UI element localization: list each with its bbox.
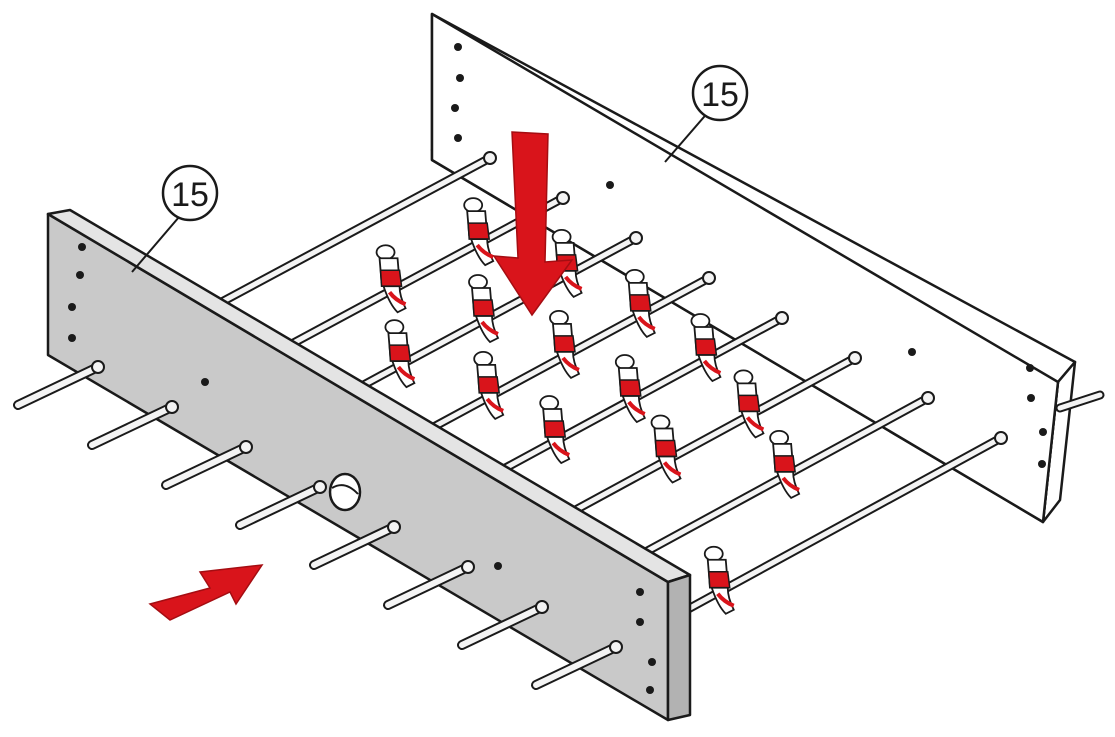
right-arrow-icon (148, 564, 264, 621)
callout-back: 15 (691, 64, 749, 122)
player-figure (473, 350, 505, 420)
player-figure (690, 313, 722, 383)
player-figure (650, 414, 682, 484)
rod-handle (87, 400, 179, 450)
rod-handles (13, 360, 623, 690)
player-figure (539, 395, 571, 465)
leader-line-back (664, 109, 711, 163)
player-figure (468, 274, 500, 344)
player-figure (384, 319, 416, 389)
player-figure (624, 268, 656, 338)
player-figure (463, 197, 495, 267)
rod-handle (13, 360, 105, 410)
callout-back-label: 15 (701, 76, 739, 114)
rod-handle (457, 600, 549, 650)
front-panel-holes (68, 243, 656, 694)
rod-handle (383, 560, 475, 610)
player-figure (703, 545, 735, 615)
player-figure (733, 369, 765, 439)
front-side-panel (46, 208, 692, 722)
callout-front: 15 (161, 164, 219, 222)
leader-line-front (131, 209, 186, 273)
player-figure (614, 354, 647, 424)
rod-handle (309, 520, 401, 570)
down-arrow-icon (492, 131, 574, 317)
back-panel-holes (451, 43, 1047, 468)
rod-handle (235, 480, 327, 530)
rod-handle (531, 640, 623, 690)
callout-front-label: 15 (171, 176, 209, 214)
ball-entry-hole (328, 472, 362, 512)
rod-handle (161, 440, 253, 490)
player-figure (549, 309, 581, 379)
player-figure (375, 244, 407, 314)
player-figure (769, 429, 801, 499)
